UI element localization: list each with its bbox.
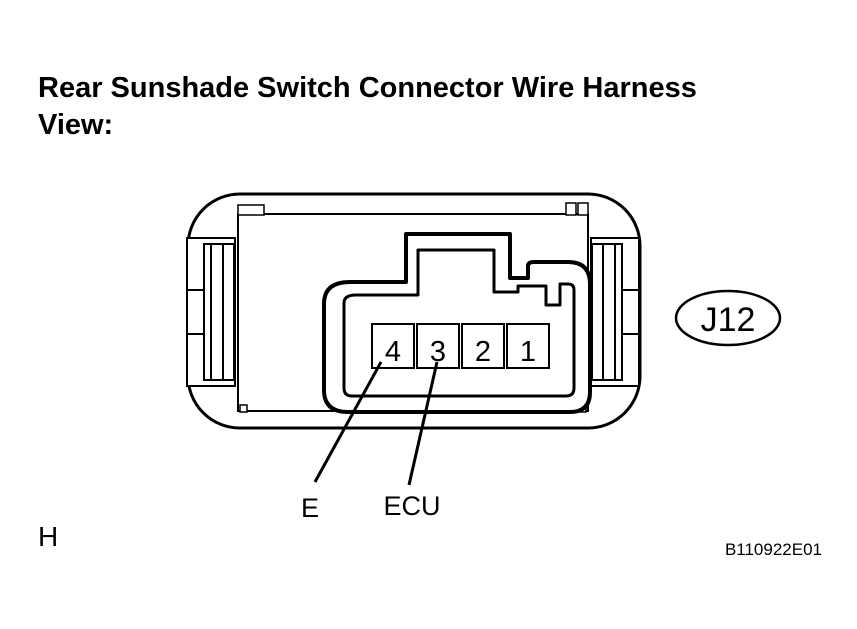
right-latch (590, 237, 640, 387)
title-line-1: Rear Sunshade Switch Connector Wire Harn… (38, 72, 697, 104)
top-right-tab (565, 202, 577, 216)
connector-code: J12 (701, 301, 756, 339)
pin-2-number: 2 (475, 336, 491, 368)
pin-4-number: 4 (385, 336, 401, 368)
wire-label-e: E (301, 493, 319, 523)
title-line-2: View: (38, 109, 114, 141)
pin-2-cavity (461, 323, 505, 369)
top-right-tab-2 (577, 202, 589, 216)
leader-line-pin-4 (313, 361, 383, 483)
leader-line-pin-3 (407, 361, 439, 486)
wire-label-ecu: ECU (383, 491, 440, 521)
diagram-title: Rear Sunshade Switch Connector Wire Harn… (38, 70, 818, 144)
pin-1-cavity (506, 323, 550, 369)
pin-3-cavity (416, 323, 460, 369)
left-latch (186, 237, 236, 387)
top-left-tab (237, 204, 265, 216)
pin-3-number: 3 (430, 336, 446, 368)
figure-id: B110922E01 (725, 540, 822, 559)
pin-1-number: 1 (520, 336, 536, 368)
pin-4-cavity (371, 323, 415, 369)
bottom-left-mark (239, 404, 248, 413)
corner-letter: H (38, 521, 58, 552)
connector-code-badge (674, 289, 782, 347)
